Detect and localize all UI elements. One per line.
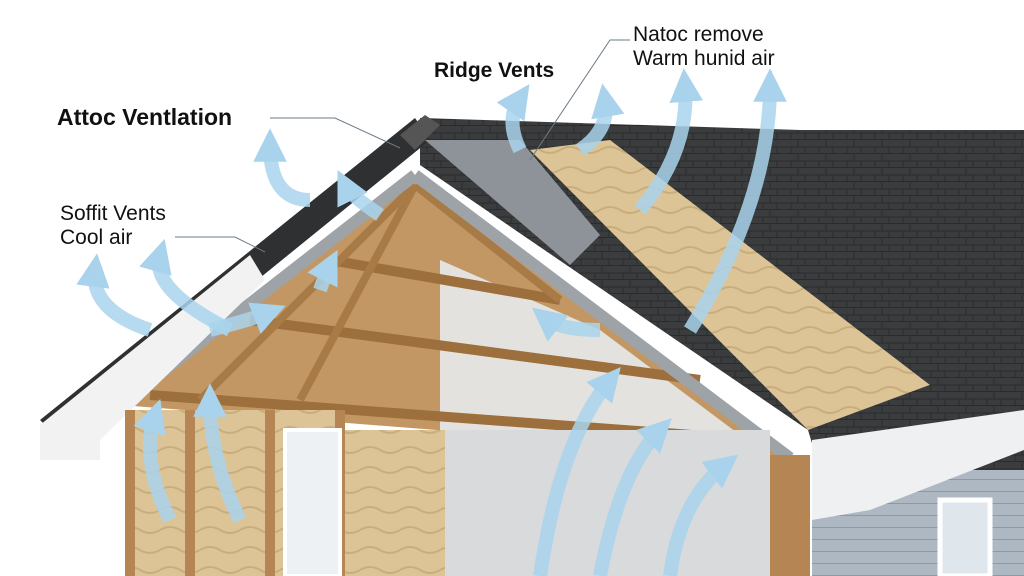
- airflow-arrow: [208, 302, 286, 337]
- airflow-arrow: [139, 238, 234, 337]
- airflow-arrow: [133, 399, 177, 524]
- leader-attic: [270, 117, 401, 149]
- airflow-arrow: [496, 84, 530, 154]
- airflow-arrow: [253, 128, 311, 207]
- airflow-arrow: [337, 169, 384, 221]
- airflow-arrow: [531, 307, 601, 342]
- airflow-arrow: [575, 83, 625, 156]
- airflow-arrow: [684, 68, 787, 334]
- airflow-arrow: [634, 68, 704, 215]
- interior-stud-wall: [345, 430, 445, 576]
- natural-remove-label: Natoc remove Warm hunid air: [633, 23, 775, 70]
- roof-insulation: [530, 140, 930, 432]
- ridge-cap: [400, 115, 440, 150]
- soffit-vents-label: Soffit Vents Cool air: [60, 202, 166, 249]
- natural-remove-line2: Warm hunid air: [633, 46, 775, 70]
- leader-natural: [529, 39, 630, 161]
- ridge-vent: [425, 140, 600, 265]
- airflow-arrows: [76, 68, 787, 576]
- leader-soffit: [175, 236, 266, 253]
- airflow-arrow: [663, 454, 739, 576]
- airflow-arrow: [193, 383, 247, 524]
- left-window: [283, 428, 342, 576]
- airflow-arrow: [76, 253, 153, 337]
- airflow-arrow: [593, 418, 672, 576]
- fascia-board: [812, 410, 1024, 520]
- right-wall: [770, 455, 810, 576]
- airflow-arrow: [533, 367, 621, 576]
- side-window: [937, 497, 993, 576]
- ridge-vents-label: Ridge Vents: [434, 59, 555, 82]
- natural-remove-line1: Natoc remove: [633, 23, 764, 46]
- soffit-vents-line1: Soffit Vents: [60, 202, 166, 225]
- soffit-vents-line2: Cool air: [60, 225, 133, 249]
- attic-ventilation-label: Attoc Ventlation: [57, 104, 233, 130]
- left-fascia: [40, 255, 265, 460]
- airflow-arrow: [307, 249, 338, 293]
- attic-back-wall: [440, 260, 760, 450]
